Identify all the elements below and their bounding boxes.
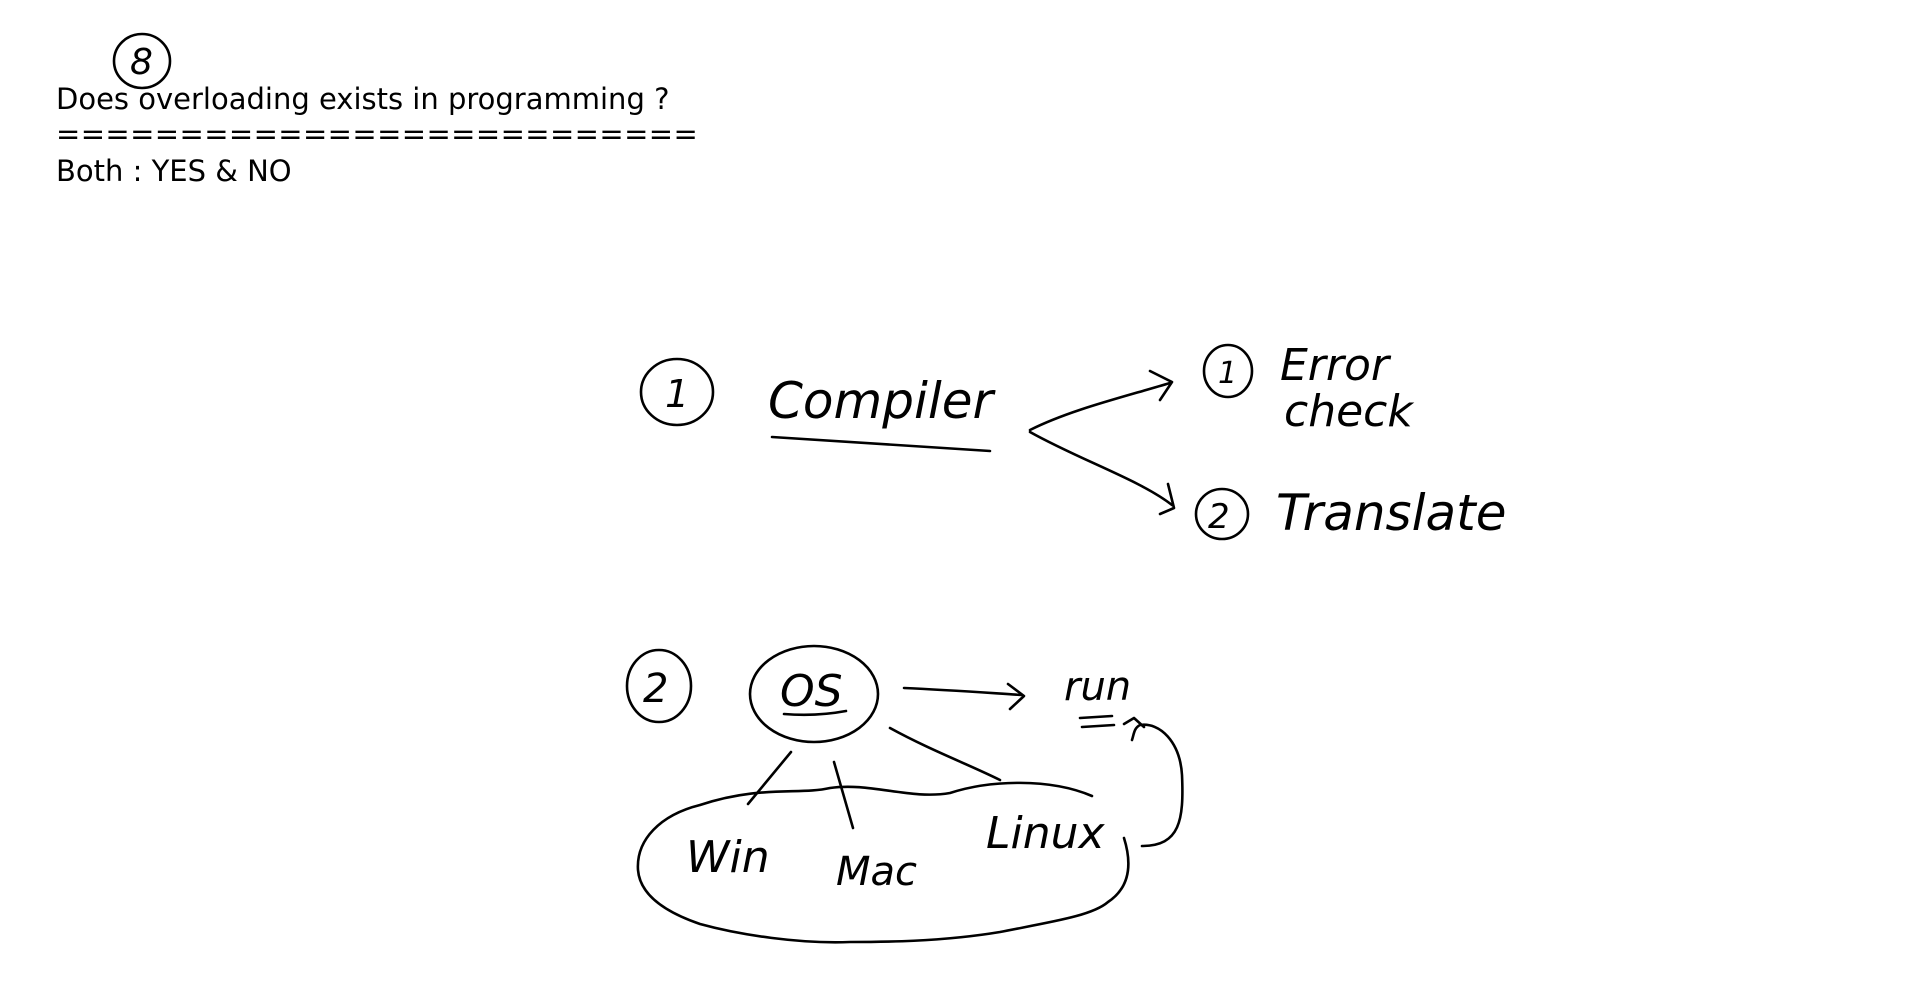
arrow-to-run [902,686,1024,697]
os-to-linux-line [888,726,1002,782]
point-1-number: 1 [665,372,689,416]
point-1-circle [639,357,715,427]
os-underline [782,709,848,717]
error-label: Error [1280,340,1392,391]
run-underline-2 [1080,723,1116,729]
arrow-head-run [1006,682,1026,711]
arrow-to-error-check [1028,381,1172,432]
question-title: Does overloading exists in programming ? [56,82,670,116]
branch-2-number: 2 [1208,497,1230,537]
point-2-circle [625,648,693,724]
question-number-circle [112,32,172,90]
branch-2-badge: 2 [1194,487,1250,541]
linux-to-run-loop [1130,723,1184,848]
question-number-label: 8 [130,42,153,83]
compiler-underline [770,435,992,453]
branch-1-circle [1202,343,1254,399]
answer-text: Both : YES & NO [56,154,292,188]
arrow-to-translate [1028,430,1174,507]
check-label: check [1284,386,1414,437]
question-number-badge: 8 [112,32,172,90]
linux-label: Linux [986,808,1106,859]
branch-2-circle [1194,487,1250,541]
run-label: run [1064,664,1131,710]
arrow-head-error-check [1148,369,1174,402]
loop-arrow-head [1122,716,1146,729]
os-to-win-line [746,750,793,806]
question-underline-rule: ========================== [56,117,699,151]
translate-label: Translate [1276,484,1507,542]
branch-1-number: 1 [1218,356,1237,391]
point-1-badge: 1 [639,357,715,427]
branch-1-badge: 1 [1202,343,1254,399]
systems-cloud [636,781,1130,944]
compiler-label: Compiler [768,372,996,430]
point-2-number: 2 [643,666,668,712]
mac-label: Mac [836,849,917,895]
run-underline-1 [1078,714,1114,720]
point-2-badge: 2 [625,648,693,724]
arrow-head-translate [1158,482,1176,516]
win-label: Win [686,832,770,883]
os-to-mac-line [832,760,855,830]
os-circle [748,644,880,744]
os-label: OS [780,666,843,717]
